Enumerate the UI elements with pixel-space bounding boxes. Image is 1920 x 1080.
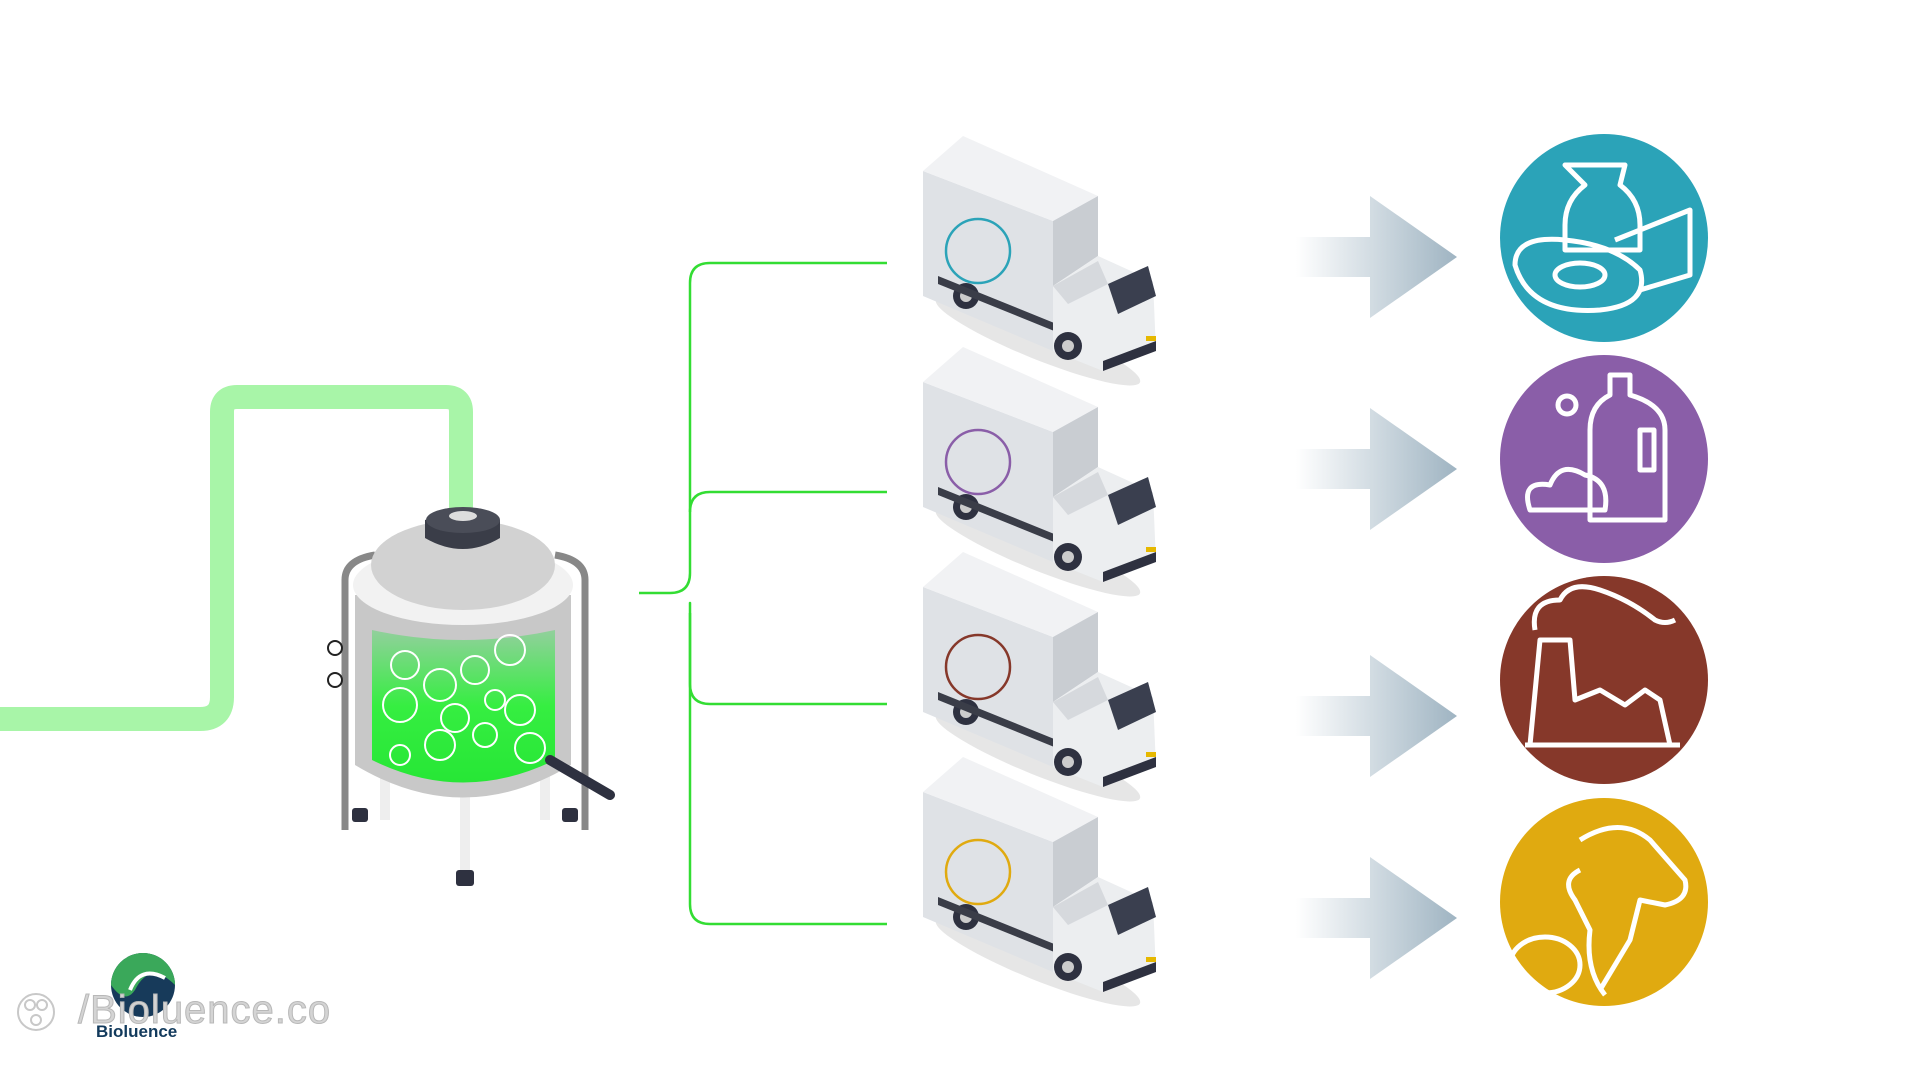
logo-wordmark: Bioluence (96, 1022, 178, 1041)
arrow-right-icon (1296, 655, 1457, 777)
arrow-right-icon (1296, 857, 1457, 979)
arrow-right-icon (1296, 196, 1457, 318)
destination-food (1500, 134, 1708, 342)
animal-badge-icon (944, 838, 1012, 906)
food-badge-icon (944, 217, 1012, 285)
watermark-text: /Bioluence.co (77, 988, 332, 1033)
truck-animal (923, 757, 1156, 1020)
distribution-bracket (639, 261, 887, 926)
cleaning-badge-icon (944, 428, 1012, 496)
bioluence-logo (111, 953, 175, 1017)
bioreactor-tank (327, 507, 615, 886)
truck-food (923, 136, 1156, 399)
destination-animal (1500, 798, 1708, 1006)
truck-cleaning (923, 347, 1156, 610)
truck-industry (923, 552, 1156, 815)
destination-industry (1500, 576, 1708, 784)
industry-badge-icon (944, 633, 1012, 701)
film-reel-icon (17, 993, 55, 1031)
arrow-right-icon (1296, 408, 1457, 530)
feed-pipe (0, 385, 473, 731)
destination-cleaning (1500, 355, 1708, 563)
arrows (1296, 196, 1457, 979)
